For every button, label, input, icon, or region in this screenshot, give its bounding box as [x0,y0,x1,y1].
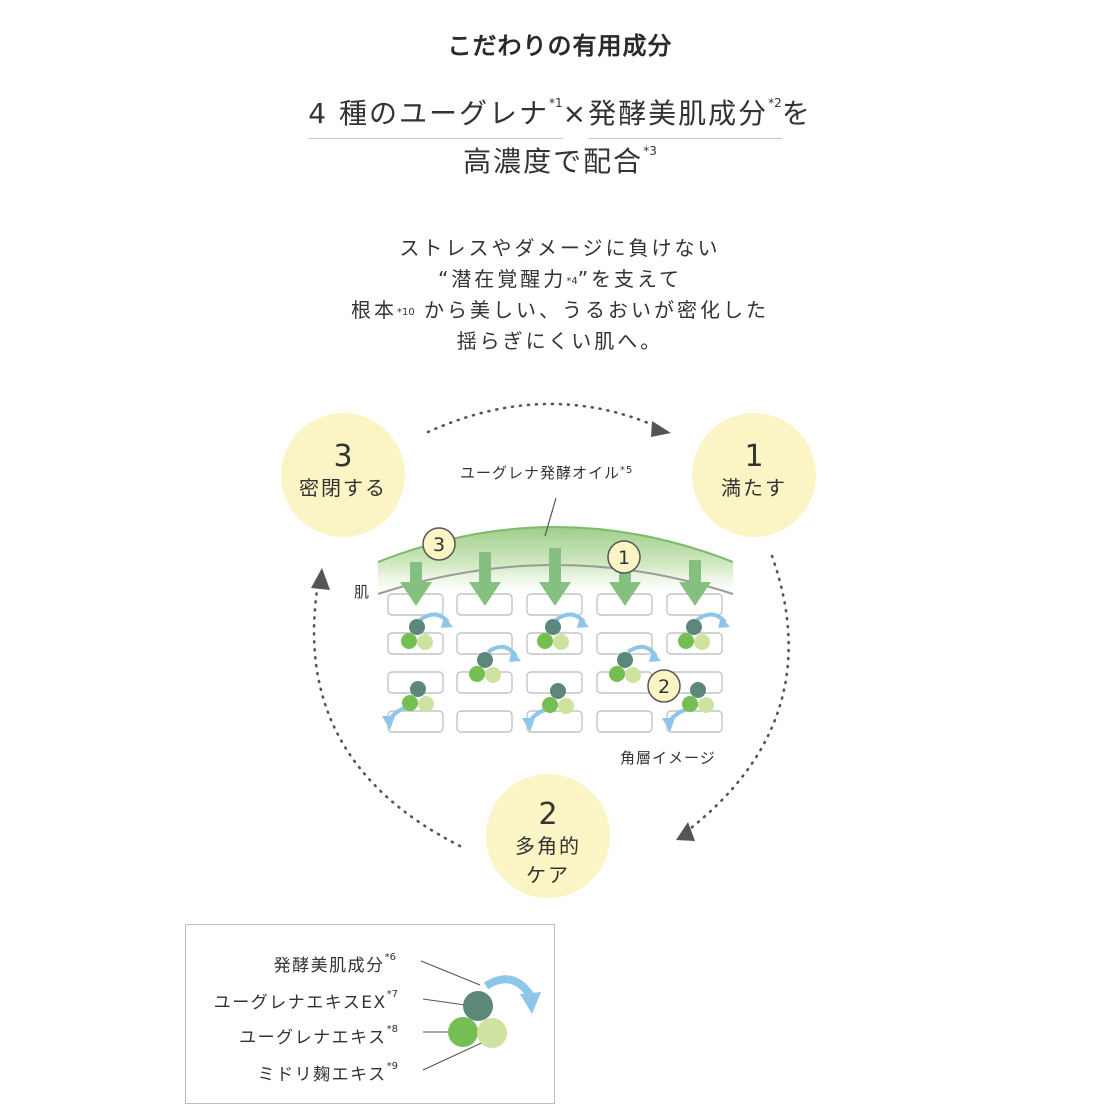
marker-2: 2 [647,669,681,703]
footnote-mark-7: *7 [386,989,398,1000]
step-3-label: 3 密閉する [281,440,405,503]
cycle-arc-right [684,554,790,834]
message-line-4: 揺らぎにくい肌へ。 [456,329,664,353]
step-2-circle [486,774,610,898]
footnote-mark-3: *3 [643,144,657,158]
arrowhead-left-icon [311,568,330,590]
message-line-3-b: から美しい、うるおいが密化した [414,298,770,322]
message-line-2-a: “潜在覚醒力 [437,267,567,291]
step-1-circle [692,413,816,537]
marker-1: 1 [607,540,641,574]
svg-text:1: 1 [618,547,630,569]
ingredient-legend: 発酵美肌成分*6 ユーグレナエキスEX*7 ユーグレナエキス*8 ミドリ麹エキス… [185,924,555,1104]
headline-line-2-text: 高濃度で配合 [463,145,644,178]
ingredient-cluster [537,612,589,650]
oil-label: ユーグレナ発酵オイル*5 [460,464,633,482]
message-line-1: ストレスやダメージに負けない [399,236,721,260]
ingredient-cluster [609,644,661,683]
footnote-mark-2: *2 [768,96,782,110]
step-2-text-line-1: 多角的 [515,834,581,858]
step-1-text: 満たす [721,476,787,500]
ingredient-cluster [382,681,434,730]
message-line-3-a: 根本 [350,298,397,322]
footnote-mark-9: *9 [386,1061,398,1072]
step-2-label: 2 多角的 ケア [486,798,610,890]
step-2-text-line-2: ケア [526,863,570,887]
message-line-2: “潜在覚醒力*4”を支えて [0,264,1120,295]
headline-segment-ferment: 発酵美肌成分*2 [588,92,782,139]
step-3-circle [281,413,405,537]
svg-text:2: 2 [658,676,670,698]
ingredient-cluster [662,682,714,732]
headline-part-2: 発酵美肌成分 [588,97,769,130]
step-2-number: 2 [538,797,558,832]
headline-part-1: 4 種のユーグレナ [308,97,549,130]
legend-label: ユーグレナエキス [239,1028,387,1048]
layer-label: 角層イメージ [620,749,716,767]
svg-text:3: 3 [433,534,445,556]
step-1-number: 1 [744,439,764,474]
footnote-mark-1: *1 [548,96,563,110]
legend-label: ユーグレナエキスEX [213,993,387,1013]
step-3-number: 3 [333,439,353,474]
legend-item-midori-koji: ミドリ麹エキス*9 [258,1060,398,1085]
footnote-mark-8: *8 [386,1024,398,1035]
footnote-mark-6: *6 [384,952,396,963]
legend-label: 発酵美肌成分 [273,956,385,976]
step-1-label: 1 満たす [692,440,816,503]
ingredient-cluster [678,612,730,650]
ingredient-cluster [401,612,453,650]
message-block: ストレスやダメージに負けない “潜在覚醒力*4”を支えて 根本*10 から美しい… [0,233,1120,357]
footnote-mark-10: *10 [396,307,415,318]
headline-part-3: を [781,97,812,130]
step-3-text: 密閉する [299,476,387,500]
headline-line-1: 4 種のユーグレナ*1×発酵美肌成分*2を [0,92,1120,139]
message-line-2-b: ”を支えて [577,267,683,291]
headline-line-2: 高濃度で配合*3 [0,140,1120,180]
marker-3: 3 [422,527,456,561]
arrowhead-top-icon [651,421,671,437]
footnote-mark-4: *4 [566,276,578,287]
skin-label: 肌 [354,583,369,601]
ingredient-cluster [469,644,521,683]
cycle-arc-top [426,402,662,434]
oil-label-leader [544,497,557,537]
message-line-3: 根本*10 から美しい、うるおいが密化した [0,295,1120,326]
legend-label: ミドリ麹エキス [257,1065,387,1085]
section-title: こだわりの有用成分 [447,32,673,60]
cycle-arc-left [312,582,462,848]
legend-item-ferment: 発酵美肌成分*6 [274,951,396,976]
legend-item-euglena-ex: ユーグレナエキスEX*7 [214,988,398,1013]
legend-item-euglena: ユーグレナエキス*8 [239,1023,398,1048]
headline-segment-euglena: 4 種のユーグレナ*1 [308,92,563,139]
ingredient-cluster [522,683,574,732]
legend-graphic [420,960,541,1071]
times-sign: × [562,97,589,130]
penetration-arrows [400,548,711,606]
arrowhead-right-icon [676,822,695,841]
